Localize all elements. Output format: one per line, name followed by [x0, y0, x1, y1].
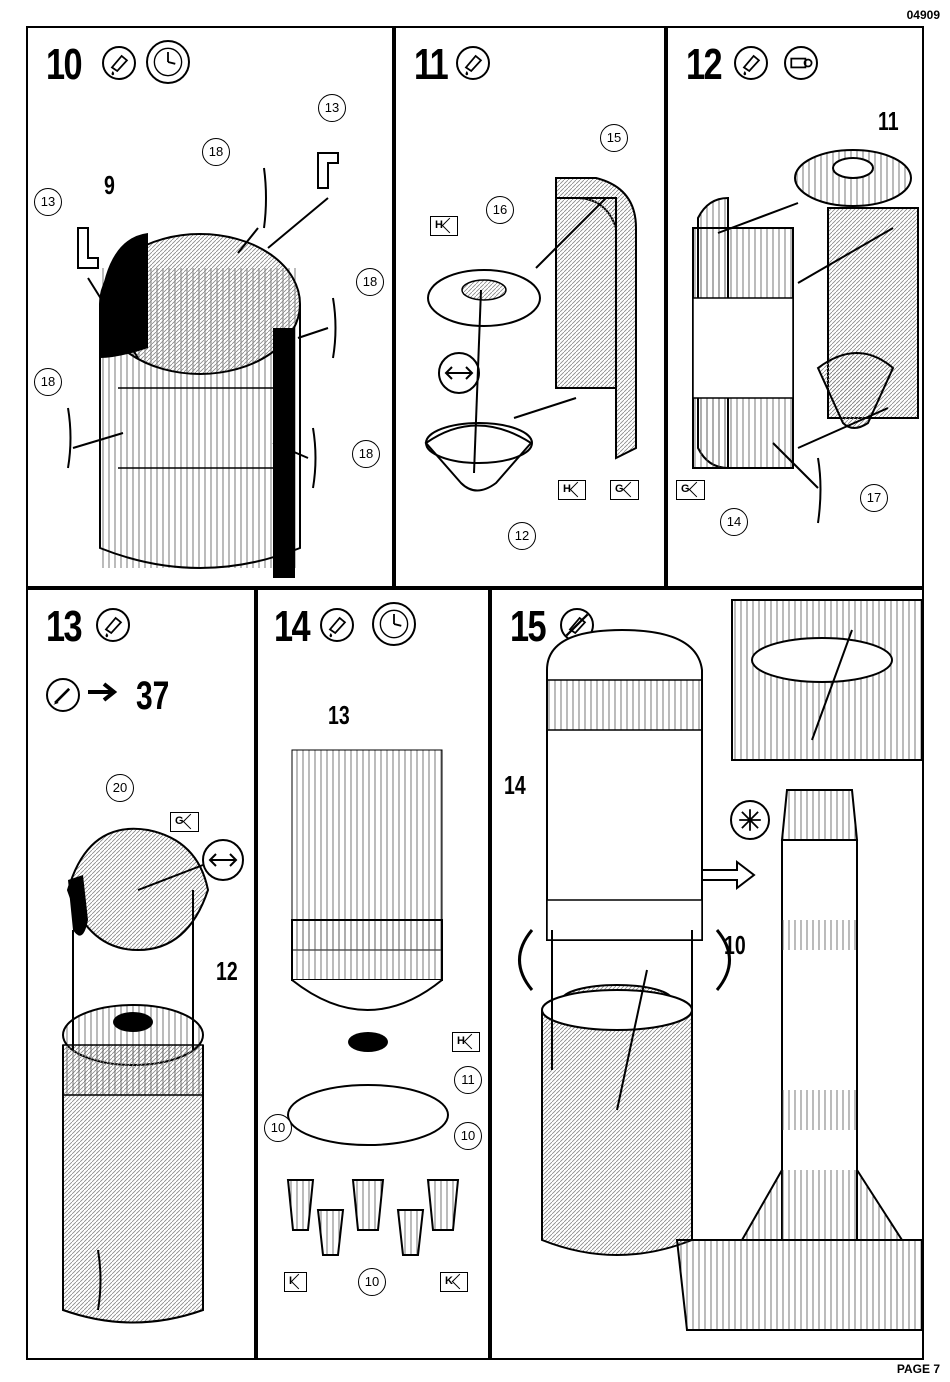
glue-icon [96, 608, 130, 642]
document-code: 04909 [906, 8, 940, 22]
callout-18: 18 [352, 440, 380, 468]
callout-17: 17 [860, 484, 888, 512]
callout-10: 10 [358, 1268, 386, 1296]
glue-icon [320, 608, 354, 642]
part-label: 11 [878, 106, 899, 136]
tape-icon [784, 46, 818, 80]
callout-18: 18 [202, 138, 230, 166]
step-13-panel: 13 37 20 G 12 [26, 588, 256, 1360]
callout-10: 10 [264, 1114, 292, 1142]
step-10-panel: 10 18 13 13 18 18 18 9 [26, 26, 394, 588]
step-number: 10 [46, 40, 83, 89]
callout-18: 18 [356, 268, 384, 296]
callout-18: 18 [34, 368, 62, 396]
step-14-diagram [286, 749, 460, 1256]
callout-13: 13 [318, 94, 346, 122]
step-15-diagram [518, 599, 922, 1331]
callout-16: 16 [486, 196, 514, 224]
step-number: 15 [510, 602, 547, 651]
step-14-panel: 14 13 H 11 10 10 10 I K [256, 588, 490, 1360]
part-label: 10 [724, 930, 746, 960]
clock-icon [372, 602, 416, 646]
step-12-panel: 12 11 14 17 G [666, 26, 924, 588]
step-13-diagram [62, 682, 244, 1324]
step-11-diagram [424, 177, 637, 492]
step-10-diagram [67, 152, 339, 578]
glue-icon [456, 46, 490, 80]
step-number: 11 [414, 40, 449, 89]
star-icon [730, 800, 770, 840]
part-label: 9 [104, 170, 115, 200]
glue-icon [734, 46, 768, 80]
flag-h: H [558, 480, 586, 500]
step-number: 12 [686, 40, 723, 89]
paint-reference: 37 [136, 674, 170, 718]
flag-h: H [430, 216, 458, 236]
callout-12: 12 [508, 522, 536, 550]
glue-icon [102, 46, 136, 80]
callout-11: 11 [454, 1066, 482, 1094]
step-number: 14 [274, 602, 311, 651]
step-11-panel: 11 15 16 12 H H G [394, 26, 666, 588]
flag-g: G [170, 812, 199, 832]
flag-h: H [452, 1032, 480, 1052]
flag-i: I [284, 1272, 308, 1292]
clock-icon [146, 40, 190, 84]
step-12-diagram [692, 149, 919, 524]
callout-13: 13 [34, 188, 62, 216]
flag-g: G [676, 480, 705, 500]
callout-20: 20 [106, 774, 134, 802]
part-label: 12 [216, 956, 238, 986]
part-label: 14 [504, 770, 526, 800]
part-label: 13 [328, 700, 350, 730]
flag-k: K [440, 1272, 468, 1292]
step-15-panel: 15 14 10 [490, 588, 924, 1360]
step-number: 13 [46, 602, 83, 651]
page-number: PAGE 7 [896, 1362, 940, 1376]
callout-10: 10 [454, 1122, 482, 1150]
callout-15: 15 [600, 124, 628, 152]
flag-g: G [610, 480, 639, 500]
callout-14: 14 [720, 508, 748, 536]
paint-icon [46, 678, 80, 712]
